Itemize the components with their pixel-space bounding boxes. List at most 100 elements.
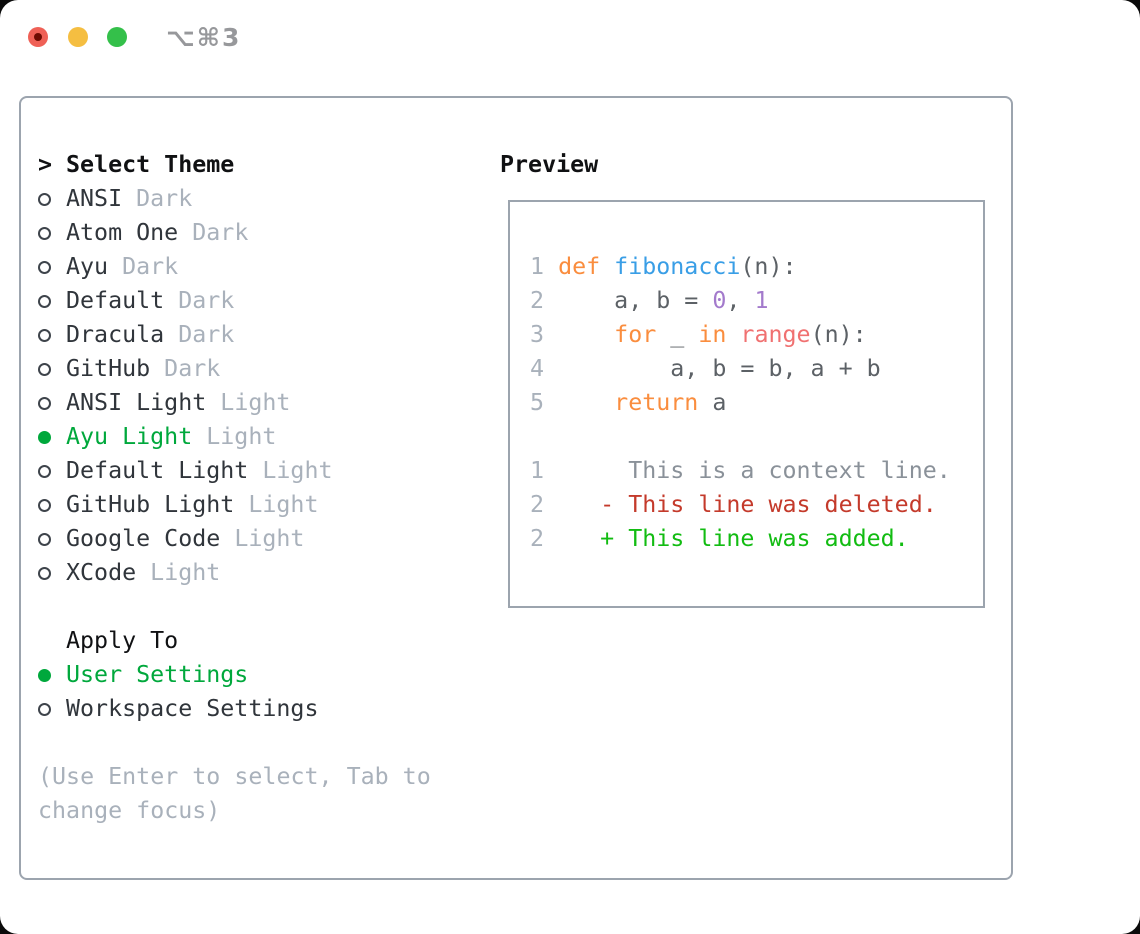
minimize-button-icon[interactable]	[68, 27, 88, 47]
theme-option-label: Dracula	[66, 321, 165, 348]
theme-option-ayu[interactable]: Ayu Dark	[38, 250, 478, 284]
theme-option-label: XCode	[66, 559, 137, 586]
theme-variant-label: Light	[248, 457, 333, 484]
radio-unselected-icon	[38, 216, 66, 250]
theme-option-google-code[interactable]: Google Code Light	[38, 522, 478, 556]
code-token-number: 1	[754, 287, 769, 314]
code-token-fg: (n):	[810, 321, 867, 348]
apply-to-option-workspace-settings[interactable]: Workspace Settings	[38, 692, 478, 726]
apply-to-header: Apply To	[38, 624, 478, 658]
code-token-keyword: def	[558, 253, 601, 280]
theme-option-label: Ayu	[66, 253, 109, 280]
theme-variant-label: Light	[234, 491, 319, 518]
theme-option-ayu-light[interactable]: Ayu Light Light	[38, 420, 478, 454]
radio-unselected-icon	[38, 352, 66, 386]
code-token-context: This is a context line.	[558, 457, 951, 484]
apply-to-option-label: User Settings	[66, 661, 249, 688]
line-number: 1	[530, 253, 559, 280]
code-token-fg: _	[656, 321, 699, 348]
theme-variant-label: Light	[220, 525, 305, 552]
theme-option-label: ANSI	[66, 185, 123, 212]
theme-option-atom-one[interactable]: Atom One Dark	[38, 216, 478, 250]
theme-option-label: Default	[66, 287, 165, 314]
apply-to-option-user-settings[interactable]: User Settings	[38, 658, 478, 692]
theme-variant-label: Dark	[178, 219, 249, 246]
preview-title: Preview	[500, 151, 599, 178]
line-number: 2	[530, 491, 559, 518]
code-token-builtin: range	[740, 321, 811, 348]
line-number: 2	[530, 525, 559, 552]
theme-option-github[interactable]: GitHub Dark	[38, 352, 478, 386]
code-token-keyword: in	[698, 321, 727, 348]
radio-unselected-icon	[38, 454, 66, 488]
theme-option-label: ANSI Light	[66, 389, 207, 416]
radio-unselected-icon	[38, 250, 66, 284]
select-theme-header: > Select Theme	[38, 148, 478, 182]
theme-variant-label: Dark	[150, 355, 221, 382]
code-token-added: + This line was added.	[558, 525, 909, 552]
close-button-icon[interactable]	[28, 27, 48, 47]
radio-unselected-icon	[38, 692, 66, 726]
theme-variant-label: Dark	[108, 253, 179, 280]
code-token-fg: a, b =	[558, 287, 713, 314]
theme-variant-label: Light	[192, 423, 277, 450]
code-token-fg	[558, 389, 614, 416]
code-line: 2 a, b = 0, 1	[530, 284, 983, 318]
theme-option-dracula[interactable]: Dracula Dark	[38, 318, 478, 352]
select-theme-title: Select Theme	[66, 151, 235, 178]
code-token-deleted: - This line was deleted.	[558, 491, 937, 518]
code-line: 2 - This line was deleted.	[530, 488, 983, 522]
spacer	[38, 590, 478, 624]
theme-option-xcode[interactable]: XCode Light	[38, 556, 478, 590]
theme-variant-label: Light	[136, 559, 221, 586]
code-line: 4 a, b = b, a + b	[530, 352, 983, 386]
line-number: 2	[530, 287, 559, 314]
code-line: 3 for _ in range(n):	[530, 318, 983, 352]
code-token-fg	[558, 321, 614, 348]
theme-option-default[interactable]: Default Dark	[38, 284, 478, 318]
theme-option-label: Ayu Light	[66, 423, 193, 450]
apply-to-option-label: Workspace Settings	[66, 695, 319, 722]
code-line: 1 This is a context line.	[530, 454, 983, 488]
code-token-fg: a, b = b, a + b	[558, 355, 881, 382]
radio-unselected-icon	[38, 318, 66, 352]
radio-selected-icon	[38, 420, 66, 454]
code-token-keyword: return	[614, 389, 699, 416]
keyboard-hint-text: (Use Enter to select, Tab to change focu…	[38, 763, 431, 824]
code-line: 2 + This line was added.	[530, 522, 983, 556]
theme-option-label: Google Code	[66, 525, 221, 552]
line-number: 1	[530, 457, 559, 484]
focus-caret-icon: >	[38, 151, 53, 178]
theme-variant-label: Dark	[164, 321, 235, 348]
theme-option-default-light[interactable]: Default Light Light	[38, 454, 478, 488]
line-number: 3	[530, 321, 559, 348]
theme-option-ansi[interactable]: ANSI Dark	[38, 182, 478, 216]
theme-option-github-light[interactable]: GitHub Light Light	[38, 488, 478, 522]
radio-unselected-icon	[38, 488, 66, 522]
theme-option-ansi-light[interactable]: ANSI Light Light	[38, 386, 478, 420]
title-bar: ⌥⌘3	[0, 0, 1140, 75]
code-line: 5 return a	[530, 386, 983, 420]
window-shortcut-label: ⌥⌘3	[166, 23, 242, 52]
code-line: 1 def fibonacci(n):	[530, 250, 983, 284]
zoom-button-icon[interactable]	[107, 27, 127, 47]
code-token-fg	[726, 321, 740, 348]
code-token-fg	[600, 253, 614, 280]
line-number: 5	[530, 389, 559, 416]
theme-option-label: Atom One	[66, 219, 179, 246]
apply-to-label: Apply To	[66, 627, 179, 654]
theme-option-label: GitHub	[66, 355, 151, 382]
radio-unselected-icon	[38, 182, 66, 216]
spacer	[38, 726, 478, 760]
radio-unselected-icon	[38, 284, 66, 318]
radio-unselected-icon	[38, 522, 66, 556]
code-token-keyword: for	[614, 321, 657, 348]
line-number: 4	[530, 355, 559, 382]
